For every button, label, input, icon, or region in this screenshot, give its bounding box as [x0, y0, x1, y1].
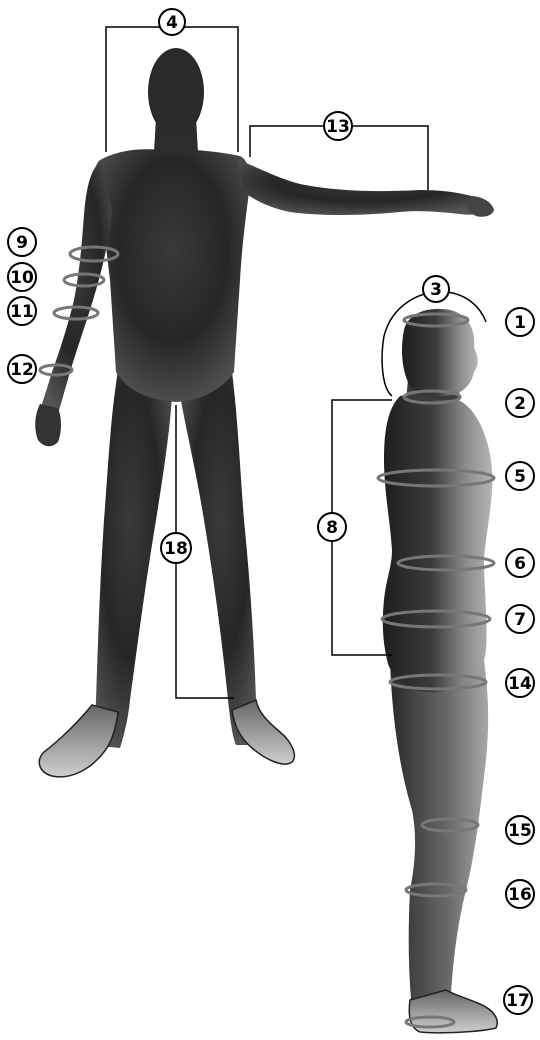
- callout-3: 3: [423, 276, 449, 302]
- callout-4: 4: [159, 9, 185, 35]
- side-figure: [378, 292, 497, 1033]
- front-right-leg: [180, 372, 262, 745]
- front-left-foot: [39, 705, 118, 777]
- callout-9-label: 9: [16, 233, 28, 253]
- front-torso: [95, 149, 250, 402]
- callout-5-label: 5: [514, 467, 526, 487]
- front-left-hand: [35, 404, 61, 446]
- callout-17: 17: [504, 986, 532, 1014]
- callout-2-label: 2: [514, 394, 526, 414]
- callout-7-label: 7: [514, 610, 526, 630]
- callout-7: 7: [506, 605, 534, 633]
- callout-9: 9: [8, 228, 36, 256]
- callout-15: 15: [506, 816, 534, 844]
- callout-2: 2: [506, 389, 534, 417]
- callout-18-label: 18: [164, 539, 188, 559]
- callout-8-label: 8: [326, 518, 338, 538]
- front-left-leg: [88, 370, 172, 748]
- front-head: [148, 48, 204, 136]
- callout-12: 12: [8, 355, 36, 383]
- callout-6: 6: [506, 549, 534, 577]
- callout-10-label: 10: [10, 268, 34, 288]
- front-right-foot: [232, 700, 294, 764]
- callout-16-label: 16: [508, 885, 532, 905]
- callout-4-label: 4: [166, 13, 178, 33]
- callout-8: 8: [318, 513, 346, 541]
- side-legs: [390, 660, 488, 1010]
- callout-16: 16: [506, 880, 534, 908]
- callout-10: 10: [8, 263, 36, 291]
- callout-18: 18: [161, 533, 191, 563]
- callout-11-label: 11: [10, 302, 34, 322]
- callout-13-label: 13: [326, 117, 350, 137]
- side-torso: [383, 394, 493, 692]
- callout-14-label: 14: [508, 674, 532, 694]
- callout-15-label: 15: [508, 821, 532, 841]
- callout-5: 5: [506, 462, 534, 490]
- front-right-arm: [238, 160, 490, 215]
- callout-14: 14: [506, 669, 534, 697]
- callout-13: 13: [324, 112, 352, 140]
- callout-11: 11: [8, 297, 36, 325]
- callout-17-label: 17: [506, 991, 530, 1011]
- callout-1-label: 1: [514, 313, 526, 333]
- callout-3-label: 3: [430, 280, 442, 300]
- callout-1: 1: [506, 308, 534, 336]
- callout-6-label: 6: [514, 554, 526, 574]
- callout-12-label: 12: [10, 360, 34, 380]
